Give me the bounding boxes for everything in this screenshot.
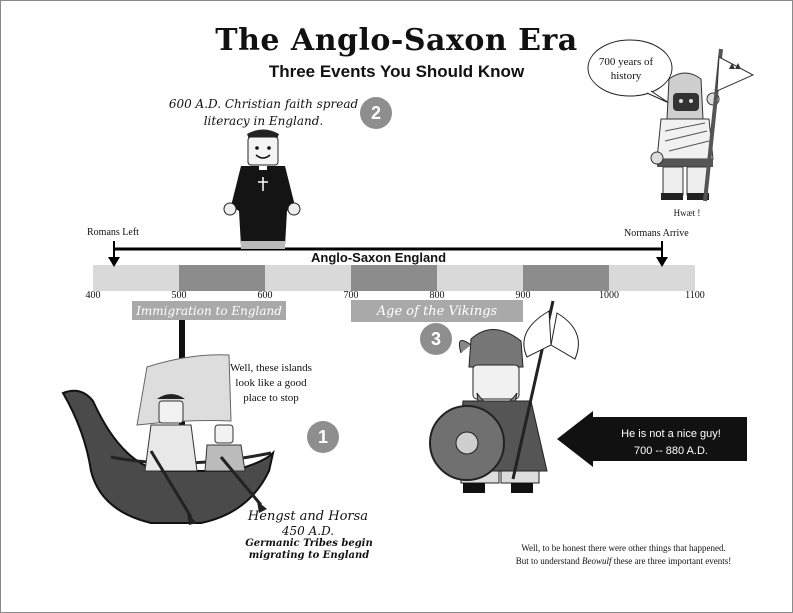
viking-arrow-shape [557, 411, 747, 467]
timeline-title: Anglo-Saxon England [311, 250, 447, 265]
footnote-pre: But to understand [515, 556, 583, 566]
arrow-note-line1: He is not a nice guy! [621, 428, 721, 440]
boat-speech-text: Well, these islands look like a good pla… [230, 362, 312, 404]
timeline-segment-2 [523, 265, 609, 291]
monk-figure [223, 129, 301, 249]
tick-label-400: 400 [85, 290, 101, 301]
tick-label-500: 500 [171, 290, 187, 301]
tick-label-800: 800 [429, 290, 445, 301]
footnote-line2: But to understand Beowulf these are thre… [491, 556, 756, 566]
viking-figure [429, 300, 579, 493]
footnote-book-title: Beowulf [582, 556, 612, 566]
event-3-badge: 3 [420, 323, 452, 355]
arrow-note-line2: 700 -- 880 A.D. [634, 445, 708, 457]
tick-label-1100: 1100 [685, 290, 705, 301]
vikings-band: Age of the Vikings [351, 300, 523, 322]
knight-speech-bubble: 700 years of history [598, 56, 654, 82]
event-2-text: 600 A.D. Christian faith spread literacy… [168, 97, 359, 128]
footnote-line1: Well, to be honest there were other thin… [521, 543, 726, 553]
immigration-band: Immigration to England [131, 301, 287, 320]
romans-left-label: Romans Left [87, 227, 139, 238]
page-subtitle: Three Events You Should Know [268, 62, 525, 81]
event-2-badge: 2 [360, 97, 392, 129]
timeline-segment-0 [179, 265, 265, 291]
longship-figure [61, 304, 275, 525]
tick-label-600: 600 [257, 290, 273, 301]
tick-label-700: 700 [343, 290, 359, 301]
event-1-badge: 1 [307, 421, 339, 453]
tick-label-900: 900 [515, 290, 531, 301]
knight-figure [587, 39, 755, 202]
event-1-date: 450 A.D. [281, 524, 335, 538]
timeline-bar [93, 265, 695, 291]
knight-exclamation: Hwæt ! [673, 208, 701, 218]
footnote-post: these are three important events! [611, 556, 732, 566]
event-1-caption: Germanic Tribes begin migrating to Engla… [245, 538, 373, 561]
timeline-span-arrow [108, 241, 668, 267]
normans-arrive-label: Normans Arrive [624, 228, 689, 239]
event-1-title: Hengst and Horsa [247, 509, 369, 524]
tick-label-1000: 1000 [599, 290, 619, 301]
timeline-segment-1 [351, 265, 437, 291]
page-title: The Anglo-Saxon Era [215, 23, 578, 58]
